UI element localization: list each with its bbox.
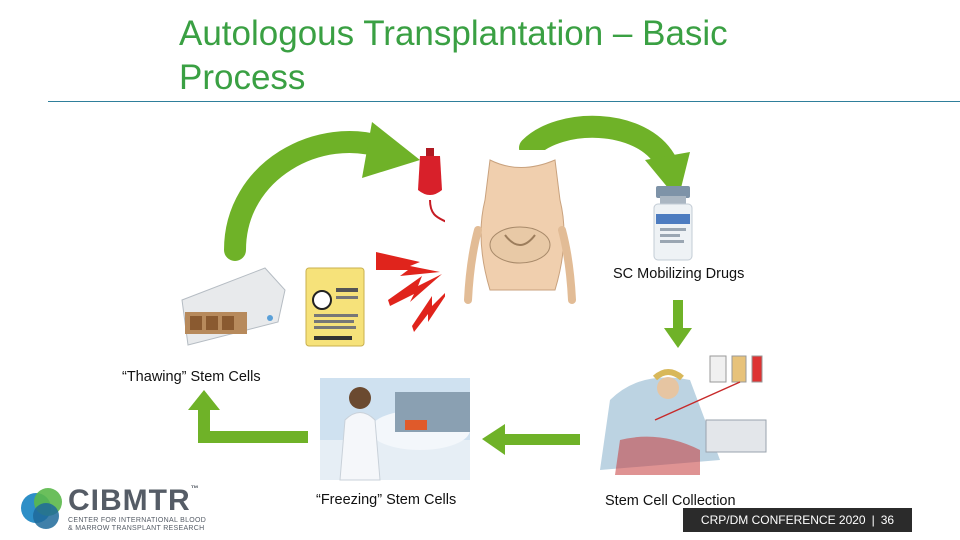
logo-name: CIBMTR™: [68, 484, 200, 518]
logo-subtitle-line-1: CENTER FOR INTERNATIONAL BLOOD: [68, 517, 207, 524]
patient-torso-image: [445, 150, 595, 310]
label-thawing: “Thawing” Stem Cells: [122, 369, 261, 385]
lightning-bolt-icon: [376, 252, 440, 276]
footer-separator: |: [871, 513, 875, 527]
cibmtr-logo-icon: [21, 488, 62, 529]
down-arrow-to-collection: [664, 300, 692, 348]
title-divider: [48, 101, 960, 102]
logo-subtitle-line-2: & MARROW TRANSPLANT RESEARCH: [68, 525, 205, 532]
footer-bar: CRP/DM CONFERENCE 2020 | 36: [683, 508, 912, 532]
transport-bag-image: [288, 258, 374, 358]
label-collection: Stem Cell Collection: [605, 493, 736, 509]
left-arrow-to-freezing: [482, 424, 580, 455]
logo-subtitle: CENTER FOR INTERNATIONAL BLOOD & MARROW …: [68, 517, 206, 533]
footer-conference: CRP/DM CONFERENCE 2020: [700, 513, 866, 527]
logo-tm: ™: [190, 484, 200, 493]
lightning-icons: [376, 252, 452, 332]
lightning-bolt-icon: [412, 286, 452, 332]
label-freezing: “Freezing” Stem Cells: [316, 492, 457, 508]
footer-page-number: 36: [880, 513, 895, 527]
thawing-device-image: [176, 266, 286, 348]
slide-title-line-1: Autologous Transplantation – Basic: [179, 14, 728, 53]
label-mobilizing-drugs: SC Mobilizing Drugs: [613, 266, 745, 282]
stem-cell-collection-image: [594, 348, 768, 480]
slide-title: Autologous Transplantation – Basic Proce…: [179, 12, 819, 100]
logo-name-text: CIBMTR: [68, 484, 191, 517]
slide-title-line-2: Process: [179, 58, 306, 97]
freezing-lab-image: [320, 378, 470, 481]
bent-arrow-to-thawing: [188, 390, 308, 443]
lightning-bolt-icon: [388, 274, 442, 306]
drug-vial-icon: [653, 186, 693, 261]
curved-arrow-to-patient: [224, 122, 420, 261]
